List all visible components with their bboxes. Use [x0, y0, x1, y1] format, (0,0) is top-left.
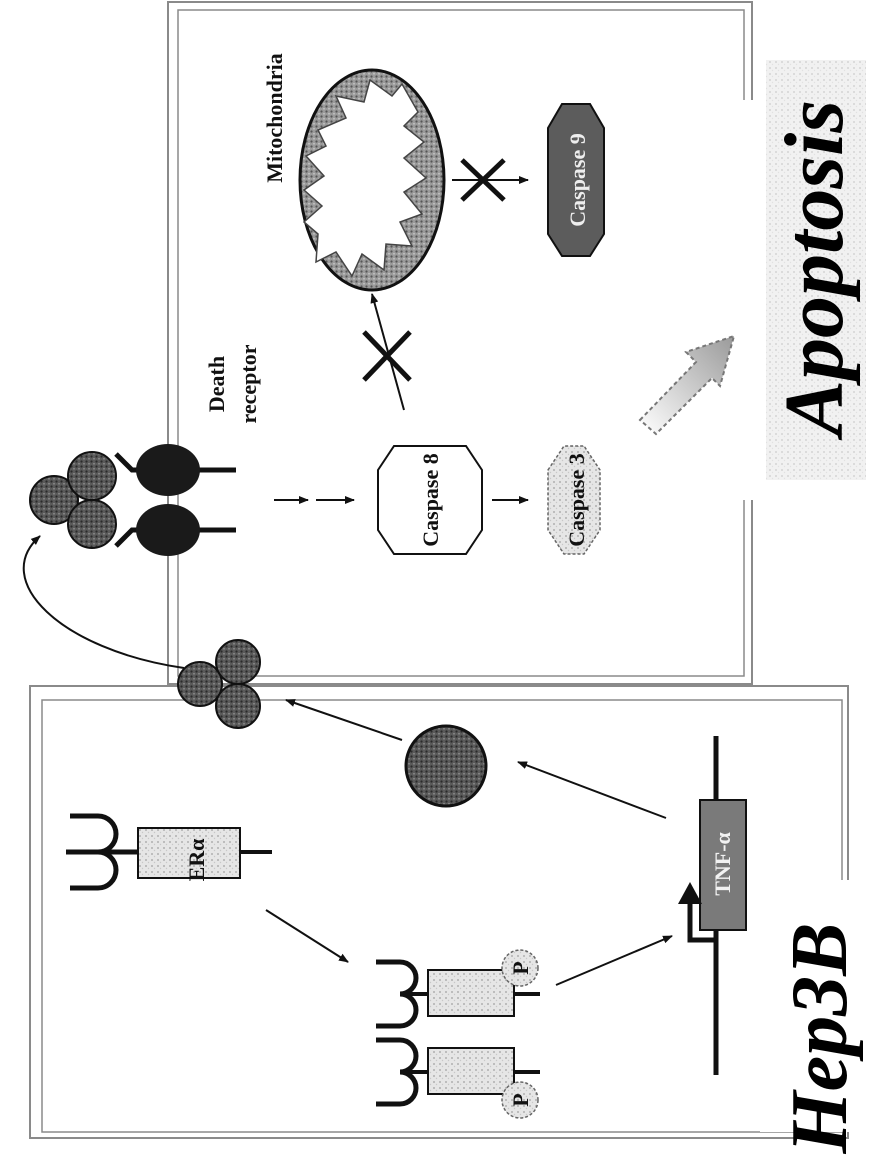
caspase-3-label: Caspase 3	[564, 453, 589, 547]
mitochondria-label: Mitochondria	[262, 53, 287, 183]
death-receptor	[116, 444, 236, 556]
arrow-dimer-to-tnf	[556, 936, 672, 985]
death-receptor-label-line1: Death	[204, 356, 229, 412]
tnf-trimer-ligand	[30, 452, 116, 548]
tnf-protein-monomer	[406, 726, 486, 806]
er-alpha-receptor	[66, 816, 272, 888]
tnf-alpha-gene	[678, 736, 746, 1075]
phospho-group-1: P	[502, 950, 538, 986]
apoptosis-arrow	[640, 336, 734, 434]
death-receptor-label-line2: receptor	[236, 344, 261, 423]
caspase-9-label: Caspase 9	[565, 133, 590, 227]
arrow-monomer-to-trimer	[286, 700, 402, 740]
er-alpha-label: ERα	[184, 838, 209, 882]
phospho-group-2: P	[502, 1082, 538, 1118]
caspase-8-label: Caspase 8	[418, 453, 443, 547]
hep3b-label: Hep3B	[776, 922, 864, 1154]
svg-text:P: P	[508, 961, 533, 974]
arrow-er-to-dimer	[266, 910, 348, 962]
svg-text:P: P	[508, 1093, 533, 1106]
arrow-trimer-to-receptor	[24, 536, 184, 668]
tnf-alpha-label: TNF-α	[710, 831, 735, 895]
mitochondria	[300, 70, 444, 290]
arrow-gene-to-tnf-protein	[518, 762, 666, 818]
blocked-arrow-caspase8-to-mitochondria	[364, 294, 410, 410]
blocked-arrow-mitochondria-to-caspase9	[452, 160, 528, 200]
apoptosis-label: Apoptosis	[768, 100, 861, 441]
target-cell-box	[168, 2, 765, 684]
